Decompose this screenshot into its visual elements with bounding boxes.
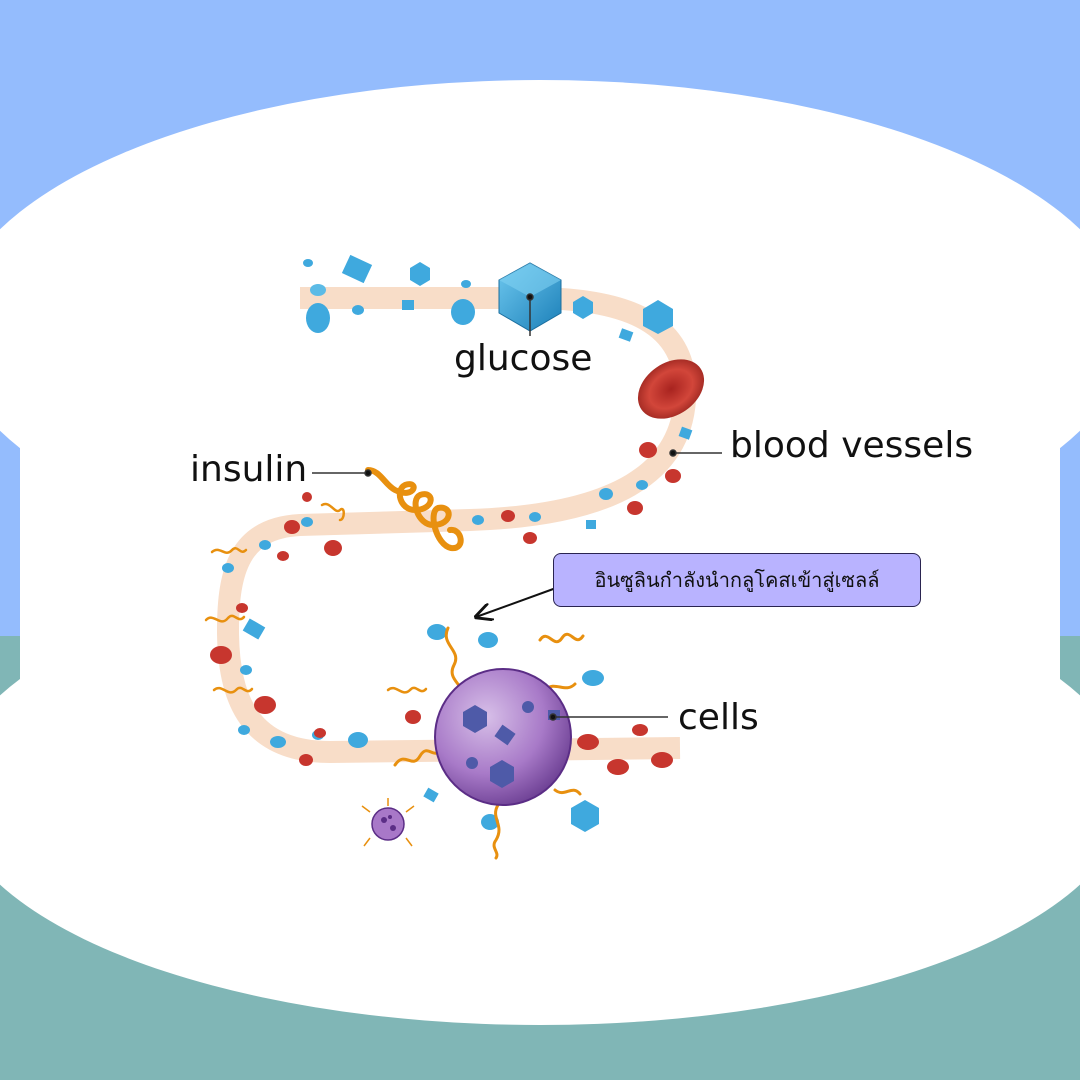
- glucose-disc: [478, 632, 498, 648]
- red-blood-cell: [405, 710, 421, 724]
- insulin-small-coil: [212, 686, 254, 694]
- glucose-cube: [678, 426, 693, 440]
- glucose-disc: [240, 665, 252, 675]
- glucose-disc: [303, 259, 313, 267]
- red-blood-cell: [639, 442, 657, 458]
- insulin-wave: [553, 788, 582, 796]
- glucose-disc: [306, 303, 330, 333]
- insulin-small-coil: [204, 614, 246, 623]
- glucose-disc: [270, 736, 286, 748]
- insulin-small-coil: [210, 547, 248, 554]
- red-blood-cells: [210, 359, 705, 775]
- callout-arrow: [476, 587, 557, 617]
- glucose-hexagon: [571, 800, 599, 832]
- callout-box: อินซูลินกำลังนำกลูโคสเข้าสู่เซลล์: [553, 553, 921, 607]
- glucose-disc: [427, 624, 447, 640]
- insulin-small-coil: [320, 502, 345, 522]
- glucose-cube: [341, 254, 373, 284]
- glucose-hexagon: [573, 296, 593, 319]
- small-cell: [361, 798, 415, 847]
- glucose-disc: [301, 517, 313, 527]
- red-blood-cell: [577, 734, 599, 750]
- insulin-molecules: [204, 467, 585, 860]
- target-cell: [434, 668, 572, 806]
- insulin-wave: [538, 632, 585, 644]
- glucose-disc: [348, 732, 368, 748]
- red-blood-cell: [277, 551, 289, 561]
- glucose-disc: [461, 280, 471, 288]
- red-blood-cell: [314, 728, 326, 738]
- leader-lines: [312, 293, 722, 721]
- red-blood-cell: [651, 752, 673, 768]
- label-glucose: glucose: [454, 338, 593, 379]
- glucose-disc: [529, 512, 541, 522]
- glucose-cube: [586, 520, 596, 529]
- glucose-disc: [599, 488, 613, 500]
- insulin-wave: [492, 803, 501, 860]
- glucose-disc: [636, 480, 648, 490]
- glucose-hexagon: [643, 300, 673, 334]
- red-blood-cell: [284, 520, 300, 534]
- red-blood-cell: [254, 696, 276, 714]
- glucose-cube: [618, 328, 634, 342]
- white-blob: [0, 80, 1080, 1025]
- glucose-disc: [238, 725, 250, 735]
- red-blood-cell: [210, 646, 232, 664]
- glucose-disc: [352, 305, 364, 315]
- red-blood-cell: [523, 532, 537, 544]
- glucose-disc: [222, 563, 234, 573]
- glucose-cube: [423, 787, 439, 803]
- red-blood-cell-large: [637, 359, 705, 419]
- red-blood-cell: [627, 501, 643, 515]
- glucose-disc: [481, 814, 499, 830]
- glucose-disc: [451, 299, 475, 325]
- red-blood-cell: [299, 754, 313, 766]
- red-blood-cell: [302, 492, 312, 502]
- glucose-cube: [402, 300, 414, 310]
- red-blood-cell: [665, 469, 681, 483]
- red-blood-cell: [632, 724, 648, 736]
- red-blood-cell: [236, 603, 248, 613]
- label-insulin: insulin: [190, 449, 308, 490]
- red-blood-cell: [607, 759, 629, 775]
- red-blood-cell: [501, 510, 515, 522]
- insulin-large-coil: [365, 467, 464, 552]
- label-cells: cells: [678, 697, 759, 738]
- glucose-disc: [310, 284, 326, 296]
- glucose-disc: [472, 515, 484, 525]
- callout-text: อินซูลินกำลังนำกลูโคสเข้าสู่เซลล์: [594, 568, 880, 592]
- label-blood-vessels: blood vessels: [730, 425, 974, 466]
- red-blood-cell: [324, 540, 342, 556]
- glucose-disc: [259, 540, 271, 550]
- glucose-hexagon: [410, 262, 430, 286]
- insulin-wave: [393, 746, 444, 767]
- insulin-small-coil: [386, 686, 428, 694]
- glucose-cube: [242, 618, 266, 640]
- glucose-disc: [582, 670, 604, 686]
